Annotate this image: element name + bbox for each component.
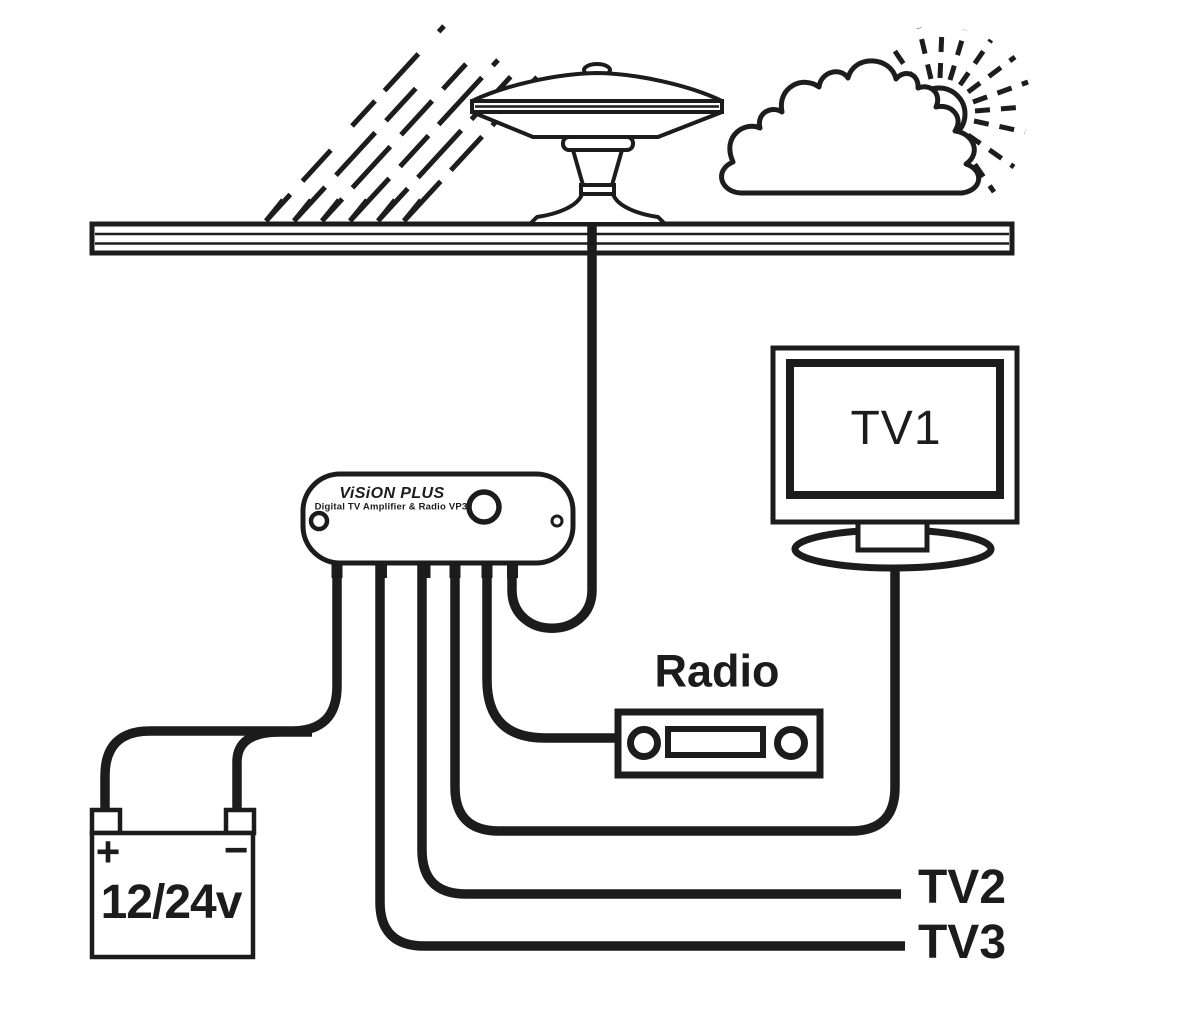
- roof: [89, 221, 1015, 256]
- tv1-label: TV1: [850, 402, 942, 455]
- amplifier-brand-label: ViSiON PLUS: [339, 485, 445, 502]
- tv1-screen: [786, 359, 1004, 499]
- antenna-cable: [507, 222, 597, 633]
- tv2-cable: [417, 560, 901, 899]
- antenna-dome-top: [471, 70, 723, 103]
- battery-unit: [89, 807, 257, 960]
- radio-cable: [482, 560, 616, 743]
- cables: [100, 222, 905, 951]
- radio-display-slot: [665, 726, 766, 758]
- tv1-cable: [450, 556, 900, 836]
- battery-minus-label: −: [223, 826, 249, 873]
- cloud-icon: [719, 58, 982, 196]
- radio-label: Radio: [654, 645, 780, 697]
- radio-knob-right: [774, 726, 808, 760]
- amplifier-screw-left: [308, 510, 330, 532]
- amplifier-knob: [466, 489, 502, 525]
- antenna-icon: [470, 62, 724, 226]
- tv3-cable: [375, 560, 905, 951]
- amplifier-body: [300, 471, 576, 566]
- radio-unit: [614, 708, 824, 779]
- roof-band: [89, 221, 1015, 256]
- amplifier-subtitle-label: Digital TV Amplifier & Radio VP3: [314, 501, 468, 513]
- power-cable-negative: [232, 727, 312, 814]
- tv1-stand-neck: [855, 518, 930, 553]
- battery-voltage-label: 12/24v: [100, 876, 243, 929]
- tv1-unit: [770, 345, 1020, 572]
- battery-plus-label: +: [95, 828, 121, 875]
- antenna-base: [528, 192, 667, 226]
- amplifier-ports: [331, 556, 518, 578]
- amplifier-unit: [300, 471, 576, 578]
- radio-knob-left: [627, 726, 661, 760]
- amplifier-screw-right: [550, 514, 564, 528]
- tv2-label: TV2: [917, 861, 1007, 914]
- antenna-dome-bottom: [471, 110, 723, 139]
- battery-body: [89, 830, 256, 960]
- antenna-mast: [570, 148, 625, 187]
- tv3-label: TV3: [917, 916, 1007, 969]
- power-cable-positive: [100, 560, 342, 814]
